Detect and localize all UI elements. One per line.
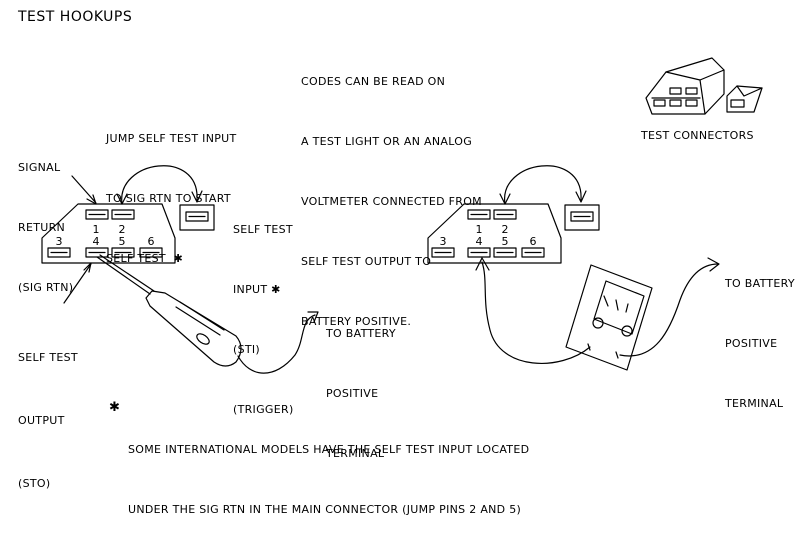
pin-6-socket (139, 247, 163, 258)
footnote: SOME INTERNATIONAL MODELS HAVE THE SELF … (128, 400, 529, 560)
diagram-canvas: 1 2 3 4 5 6 (18, 9, 795, 516)
sto-pointer (63, 262, 92, 304)
pin-label-4-right: 4 (476, 235, 483, 248)
pin-1-socket (85, 209, 109, 220)
battery-left-line: POSITIVE (326, 387, 379, 400)
test-light-probe (96, 254, 319, 374)
pin-label-3-right: 3 (440, 235, 447, 248)
analog-voltmeter (475, 257, 720, 371)
pin-label-6-right: 6 (530, 235, 537, 248)
pin-label-2: 2 (119, 223, 126, 236)
footnote-line: SOME INTERNATIONAL MODELS HAVE THE SELF … (128, 443, 530, 456)
signal-return-line: (SIG RTN) (18, 281, 74, 294)
battery-right-line: TO BATTERY (725, 277, 795, 290)
battery-left-line: TO BATTERY (326, 327, 396, 340)
signal-return-line: SIGNAL (18, 161, 61, 174)
pin-label-1: 1 (93, 223, 100, 236)
self-test-input-line: SELF TEST (233, 223, 293, 236)
battery-right-line: POSITIVE (725, 337, 778, 350)
jumper-wire-right (499, 165, 587, 205)
self-test-output-label: SELF TEST OUTPUT (STO) (18, 305, 78, 536)
self-test-output-line: (STO) (18, 477, 51, 490)
jump-note-line: TO SIG RTN TO START (106, 192, 231, 205)
footnote-marker: ✱ (109, 400, 121, 415)
main-connector-right: 1 2 3 4 5 6 (427, 203, 562, 264)
self-test-input-line: (TRIGGER) (233, 403, 294, 416)
diagram-title: TEST HOOKUPS (18, 9, 133, 25)
codes-note-line: CODES CAN BE READ ON (301, 75, 446, 88)
codes-note-line: VOLTMETER CONNECTED FROM (301, 195, 482, 208)
jump-note-line: JUMP SELF TEST INPUT (106, 132, 237, 145)
self-test-output-line: SELF TEST (18, 351, 78, 364)
self-test-input-line: INPUT ✱ (233, 283, 281, 296)
self-test-input-line: (STI) (233, 343, 261, 356)
test-connectors-label: TEST CONNECTORS (641, 129, 754, 142)
sig-rtn-pointer (71, 175, 97, 205)
pin-label-2-right: 2 (502, 223, 509, 236)
jump-note: JUMP SELF TEST INPUT TO SIG RTN TO START… (106, 89, 237, 309)
sti-connector-right (564, 204, 600, 231)
battery-right-line: TERMINAL (725, 397, 784, 410)
self-test-input-label: SELF TEST INPUT ✱ (STI) (TRIGGER) (233, 180, 294, 460)
pin-label-4: 4 (93, 235, 100, 248)
codes-note-line: A TEST LIGHT OR AN ANALOG (301, 135, 473, 148)
pin-label-5: 5 (119, 235, 126, 248)
codes-note: CODES CAN BE READ ON A TEST LIGHT OR AN … (301, 32, 482, 372)
pin-label-1-right: 1 (476, 223, 483, 236)
self-test-output-line: OUTPUT (18, 414, 65, 427)
codes-note-line: SELF TEST OUTPUT TO (301, 255, 432, 268)
signal-return-label: SIGNAL RETURN (SIG RTN) (18, 118, 73, 338)
pin-label-6: 6 (148, 235, 155, 248)
footnote-line: UNDER THE SIG RTN IN THE MAIN CONNECTOR … (128, 503, 522, 516)
pin-label-3: 3 (56, 235, 63, 248)
signal-return-line: RETURN (18, 221, 66, 234)
hookup-drawing: 1 2 3 4 5 6 (41, 57, 763, 374)
jumper-wire-left (116, 165, 203, 205)
pin-5-socket (111, 247, 135, 258)
sti-connector-left (179, 204, 215, 231)
pin-label-5-right: 5 (502, 235, 509, 248)
main-connector-left: 1 2 3 4 5 6 (41, 203, 176, 264)
jump-note-line: SELF TEST ✱ (106, 252, 184, 265)
test-connectors-illustration (645, 57, 763, 115)
battery-label-right: TO BATTERY POSITIVE TERMINAL (725, 234, 795, 454)
pin-2-socket (111, 209, 135, 220)
pin-3-socket (47, 247, 71, 258)
codes-note-line: BATTERY POSITIVE. (301, 315, 412, 328)
